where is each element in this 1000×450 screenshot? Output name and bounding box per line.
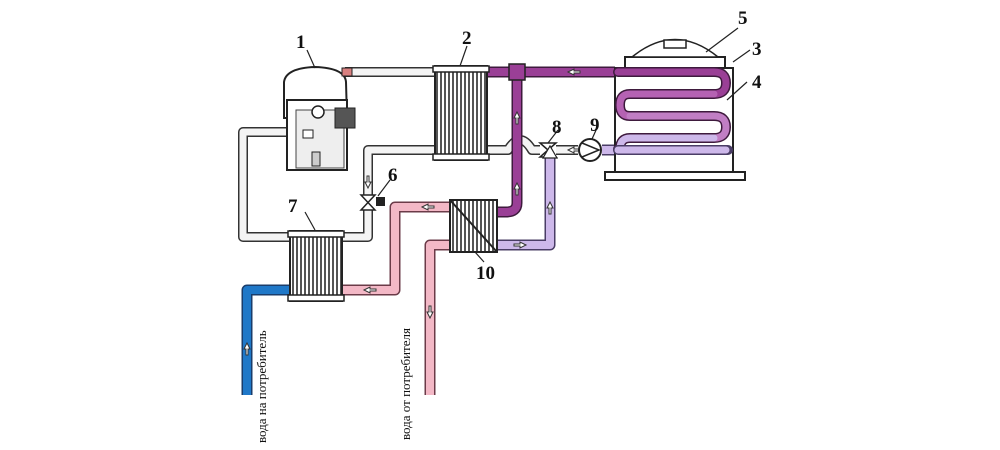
coil <box>613 67 733 156</box>
valve-6 <box>359 194 385 211</box>
label-2: 2 <box>462 28 472 49</box>
label-8: 8 <box>552 117 562 138</box>
three-way-valve-8 <box>538 142 559 159</box>
evaporator-unit <box>604 38 746 181</box>
pump-9 <box>578 138 602 162</box>
label-1: 1 <box>296 32 306 53</box>
water-from-consumer-label: вода от потребителя <box>398 328 413 440</box>
flow-arrows <box>243 68 581 356</box>
leader-lines <box>304 27 751 263</box>
label-9: 9 <box>590 115 600 136</box>
label-10: 10 <box>476 263 495 284</box>
label-6: 6 <box>388 165 398 186</box>
component-numbers: 1 2 3 4 5 6 7 8 9 10 <box>288 8 762 284</box>
heat-exchanger-10 <box>449 199 498 253</box>
gray-pipes <box>238 67 578 242</box>
label-5: 5 <box>738 8 748 29</box>
label-4: 4 <box>752 72 762 93</box>
heat-exchanger-7 <box>287 230 345 302</box>
tee-junction <box>508 63 526 81</box>
compressor <box>283 65 356 171</box>
label-3: 3 <box>752 39 762 60</box>
condenser-heat-exchanger <box>432 65 490 161</box>
water-to-consumer-pipe <box>241 284 290 395</box>
water-to-consumer-label: вода на потребитель <box>254 330 269 443</box>
label-7: 7 <box>288 196 298 217</box>
